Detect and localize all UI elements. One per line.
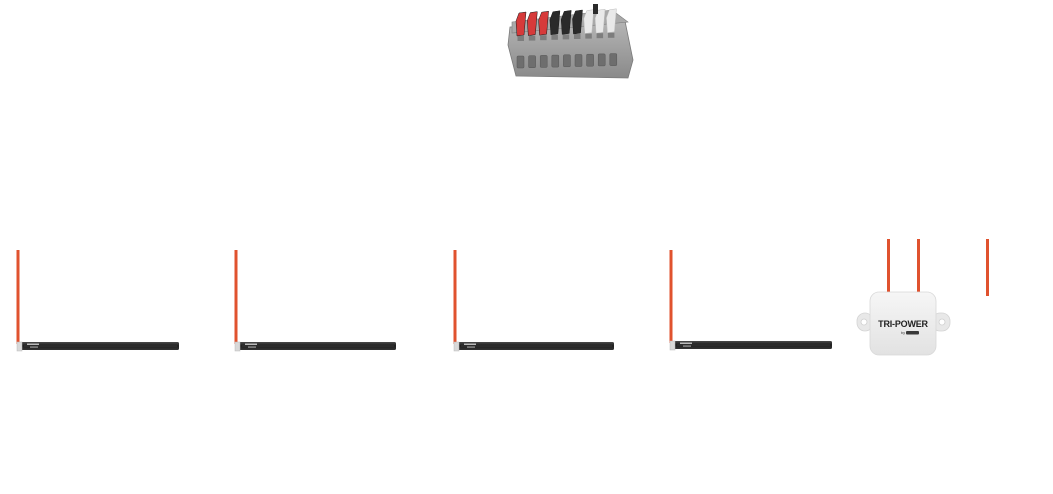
light-strip-1-icon [16,250,179,352]
connector-lever [515,11,527,41]
strip-print [27,343,39,345]
connector-levers [515,4,617,41]
strip-end-cap [453,341,460,352]
light-strip-4-icon [669,250,832,351]
connector-lever [606,8,617,38]
strip-end-cap [669,340,676,351]
strip-end-cap [16,341,23,352]
light-strips [16,250,832,352]
strip-print [464,343,476,345]
strip-cable [234,250,238,344]
loose-cable-icon [986,239,989,296]
connector-lever [572,9,583,39]
light-strip-3-icon [453,250,614,352]
connector-release-tab [593,4,598,14]
connector-port [586,53,594,67]
module-brand-logo [906,331,919,335]
module-sub-mark: by [901,330,905,335]
strip-print [30,346,38,348]
connector-lever [583,9,595,39]
strip-print [680,342,692,344]
module-body [869,291,937,356]
connector-port [563,54,571,68]
connector-port [609,53,618,66]
connector-lever [538,10,549,41]
module-ear-left-hole [860,318,868,326]
connector-port [551,54,560,68]
strip-print [248,346,256,348]
tri-power-module-icon: TRI-POWER by [856,239,951,356]
connector-port [528,55,536,68]
light-strip-2-icon [234,250,396,352]
module-label: TRI-POWER [878,319,928,329]
connector-lever [549,10,561,40]
module-cable-left [887,239,890,295]
strip-print [467,346,475,348]
connector-port [597,53,606,67]
strip-cable [669,250,673,343]
connector-ports [516,53,618,69]
strip-print [245,343,257,345]
strip-cable [453,250,457,344]
lever-wire-connector-icon [507,4,634,79]
connector-port [574,54,583,67]
connector-lever [527,11,538,41]
connector-port [539,55,548,68]
strip-cable [16,250,20,344]
connector-lever [560,10,572,40]
strip-print [683,345,691,347]
connector-port [516,55,525,69]
strip-end-cap [234,341,241,352]
module-ear-right-hole [938,318,946,326]
module-cable-right [917,239,920,295]
